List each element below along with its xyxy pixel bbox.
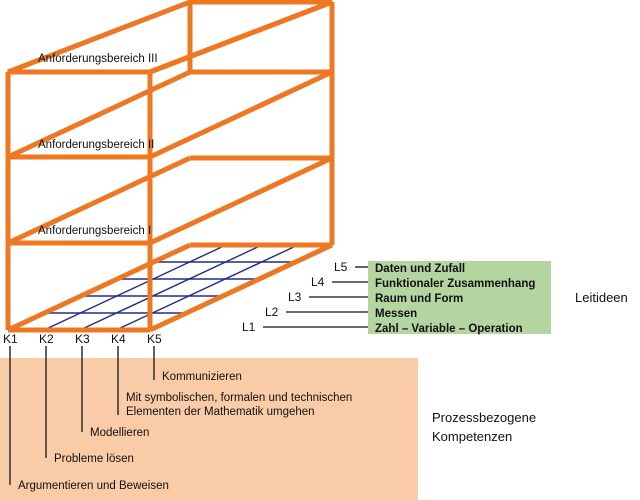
kompetenzen-item-K2: Probleme lösen <box>54 453 134 465</box>
depth-edge-mid-upper <box>148 69 334 160</box>
kompetenzen-axis-label-K2: K2 <box>39 332 54 346</box>
tier-divider-depth-3 <box>6 69 192 160</box>
tier-label-3: Anforderungsbereich III <box>38 53 158 65</box>
kompetenzen-item-K1: Argumentieren und Beweisen <box>18 480 169 492</box>
leitideen-axis-label-L3: L3 <box>288 290 302 304</box>
leitideen-item-L5: Daten und Zufall <box>375 263 465 275</box>
kompetenzen-item-K4-line2: Elementen der Mathematik umgehen <box>126 406 315 418</box>
leitideen-axis-label-L4: L4 <box>311 275 325 289</box>
leitideen-item-L4: Funktionaler Zusammenhang <box>375 278 535 290</box>
leitideen-item-L1: Zahl – Variable – Operation <box>375 323 523 335</box>
cube-wireframe <box>5 0 335 333</box>
leitideen-background-box <box>368 261 551 334</box>
tier-label-2: Anforderungsbereich II <box>38 139 154 151</box>
kompetenzen-item-K3: Modellieren <box>90 427 149 439</box>
kompetenzen-group-title-line2: Kompetenzen <box>432 429 512 444</box>
tier-divider-depth-1 <box>6 242 192 333</box>
leitideen-axis-label-L1: L1 <box>242 320 256 334</box>
kompetenzen-axis-label-K1: K1 <box>3 332 18 346</box>
kompetenzen-group-title-line1: Prozessbezogene <box>432 410 536 425</box>
depth-edge-mid-lower <box>148 155 334 246</box>
kompetenzen-axis-label-K5: K5 <box>147 332 162 346</box>
leitideen-axis-label-L2: L2 <box>265 305 279 319</box>
tier-label-1: Anforderungsbereich I <box>38 225 151 237</box>
kompetenzen-item-K4-line1: Mit symbolischen, formalen und technisch… <box>126 392 352 404</box>
kompetenzen-item-K5: Kommunizieren <box>162 371 242 383</box>
kompetenzen-leader-lines <box>9 346 155 485</box>
kompetenzen-axis-label-K3: K3 <box>75 332 90 346</box>
leitideen-item-L2: Messen <box>375 308 417 320</box>
kompetenzen-axis-label-K4: K4 <box>111 332 126 346</box>
depth-edge-top <box>149 0 333 75</box>
tier-divider-depth-2 <box>6 155 192 246</box>
depth-edge-bottom <box>148 242 334 333</box>
leitideen-item-L3: Raum und Form <box>375 293 463 305</box>
kompetenzen-background-box <box>0 358 418 500</box>
leitideen-group-title: Leitideen <box>575 290 628 305</box>
leitideen-axis-label-L5: L5 <box>334 260 348 274</box>
leitideen-leader-lines <box>263 266 368 328</box>
